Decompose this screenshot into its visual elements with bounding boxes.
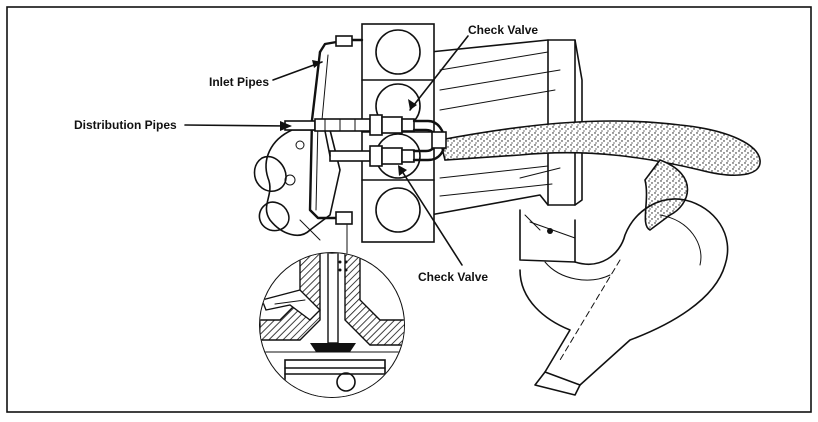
label-check-valve-bottom: Check Valve (418, 270, 488, 284)
distribution-pipes (284, 118, 371, 162)
u-tube-connector (412, 119, 447, 162)
inlet-pipes (308, 35, 364, 225)
label-distribution-pipes: Distribution Pipes (74, 118, 177, 132)
figure-frame (6, 6, 812, 413)
leader-check-valve-bottom (399, 167, 463, 266)
check-valve-lower (369, 145, 415, 167)
air-cleaner-elbow (519, 198, 729, 396)
exhaust-manifold (253, 129, 341, 241)
air-supply-hose (439, 120, 761, 231)
leader-check-valve-top (409, 35, 469, 111)
label-check-valve-top: Check Valve (468, 23, 538, 37)
leader-lines (184, 35, 469, 266)
cylinder-bore-1 (375, 29, 421, 75)
label-inlet-pipes: Inlet Pipes (209, 75, 269, 89)
cylinder-bore-4 (375, 187, 421, 233)
leader-distribution-pipes (184, 124, 291, 127)
check-valve-upper (369, 114, 415, 136)
magnified-detail-inset (259, 224, 405, 398)
